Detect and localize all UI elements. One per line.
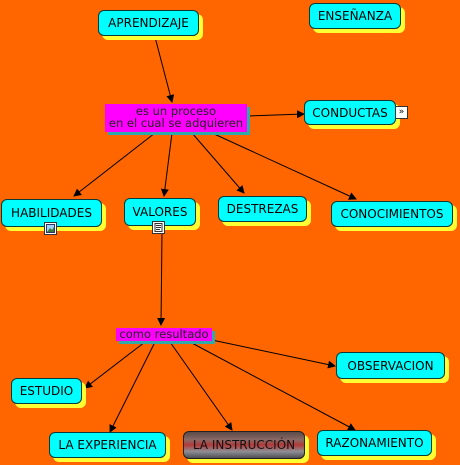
edge-proceso-conductas [246,110,305,119]
expand-arrows-icon[interactable]: » [395,106,408,119]
edge-valores-resultado [157,233,166,326]
concept-ensenanza[interactable]: ENSEÑANZA [309,3,401,29]
edge-proceso-valores [160,132,173,197]
edge-aprendizaje-proceso [154,36,175,103]
document-glyph [154,223,163,232]
linking-phrase-proceso-line2: en el cual se adquieren [108,116,244,130]
concept-destrezas[interactable]: DESTREZAS [218,196,307,222]
edge-resultado-observacion [211,339,336,369]
edge-proceso-habilidades [73,132,156,197]
linking-phrase-proceso[interactable]: es un proceso en el cual se adquieren [105,104,247,132]
concept-estudio[interactable]: ESTUDIO [11,378,82,404]
document-icon[interactable] [152,221,165,234]
edge-resultado-razonamiento [189,341,356,431]
edge-resultado-experiencia [109,341,156,433]
linking-phrase-proceso-line1: es un proceso [135,104,217,118]
concept-la-experiencia[interactable]: LA EXPERIENCIA [49,432,166,458]
image-icon[interactable] [44,222,57,235]
edge-proceso-destrezas [191,132,245,194]
concept-razonamiento[interactable]: RAZONAMIENTO [317,430,432,456]
concept-aprendizaje[interactable]: APRENDIZAJE [98,10,199,36]
image-glyph [46,224,55,233]
concept-conocimientos[interactable]: CONOCIMIENTOS [331,201,453,227]
concept-observacion[interactable]: OBSERVACION [336,352,445,379]
edge-resultado-instruccion [169,341,233,431]
linking-phrase-resultado[interactable]: como resultado [116,328,212,341]
concept-conductas[interactable]: CONDUCTAS [304,100,396,125]
edge-resultado-estudio [84,341,146,389]
edge-proceso-conocimientos [211,132,357,200]
concept-la-instruccion[interactable]: LA INSTRUCCIÓN [183,431,305,459]
